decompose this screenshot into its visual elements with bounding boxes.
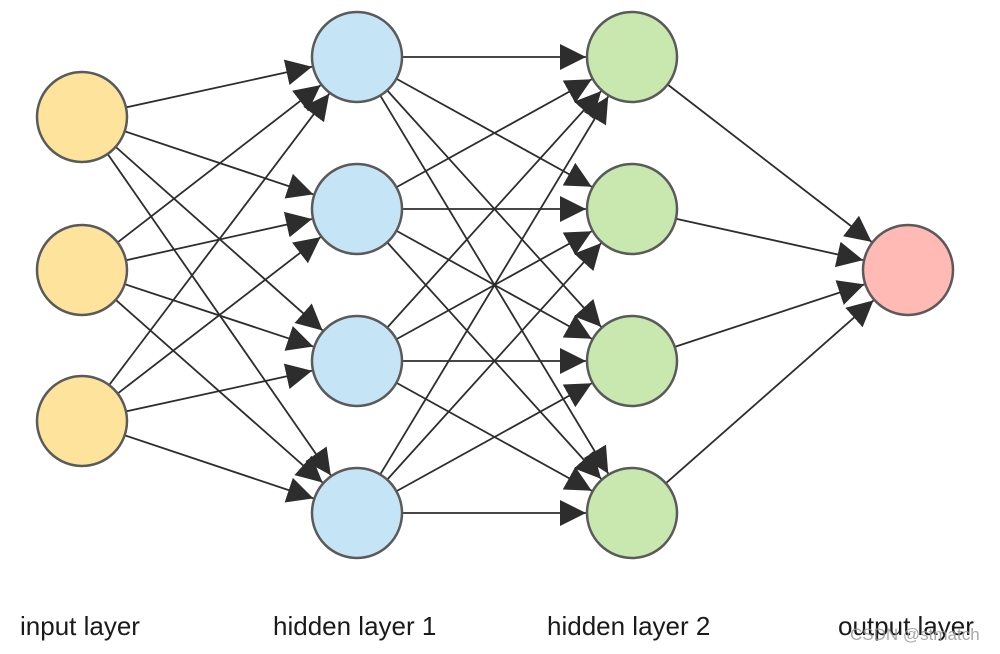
- hidden1-node-3: [310, 314, 404, 408]
- output-layer-label: output layer: [838, 611, 974, 641]
- edge-input-2-to-hidden1-1: [117, 84, 322, 244]
- hidden-layer-2-label: hidden layer 2: [547, 611, 711, 641]
- input-node-2: [35, 223, 129, 317]
- hidden2-node-3: [585, 314, 679, 408]
- edge-hidden1-4-to-hidden2-1: [379, 95, 610, 475]
- edge-hidden2-4-to-output-1: [665, 299, 875, 484]
- input-node-1: [35, 70, 129, 164]
- edge-hidden2-3-to-output-1: [674, 280, 865, 348]
- edge-hidden1-2-to-hidden2-1: [395, 78, 593, 189]
- edge-input-3-to-hidden1-3: [125, 363, 313, 413]
- hidden2-node-1: [585, 10, 679, 104]
- hidden2-node-4: [585, 466, 679, 560]
- edge-hidden1-4-to-hidden2-2: [386, 242, 602, 481]
- edge-hidden2-1-to-output-1: [667, 83, 873, 243]
- hidden1-node-4: [310, 466, 404, 560]
- edge-hidden2-2-to-output-1: [675, 217, 864, 268]
- hidden1-node-1: [310, 10, 404, 104]
- watermark: CSDN @stmatch: [850, 625, 980, 644]
- neuron-nodes: [35, 10, 955, 560]
- input-node-3: [35, 374, 129, 468]
- edge-hidden1-4-to-hidden2-3: [395, 382, 593, 493]
- hidden-layer-1-label: hidden layer 1: [273, 611, 437, 641]
- edge-input-1-to-hidden1-1: [125, 59, 313, 109]
- output-node-1: [861, 223, 955, 317]
- edge-input-3-to-hidden1-4: [124, 434, 314, 503]
- connection-edges: [106, 44, 875, 526]
- input-layer-label: input layer: [20, 611, 140, 641]
- edge-input-3-to-hidden1-2: [117, 236, 322, 395]
- hidden1-node-2: [310, 162, 404, 256]
- edge-input-3-to-hidden1-1: [108, 93, 330, 386]
- edge-hidden1-3-to-hidden2-1: [386, 90, 602, 329]
- hidden2-node-2: [585, 162, 679, 256]
